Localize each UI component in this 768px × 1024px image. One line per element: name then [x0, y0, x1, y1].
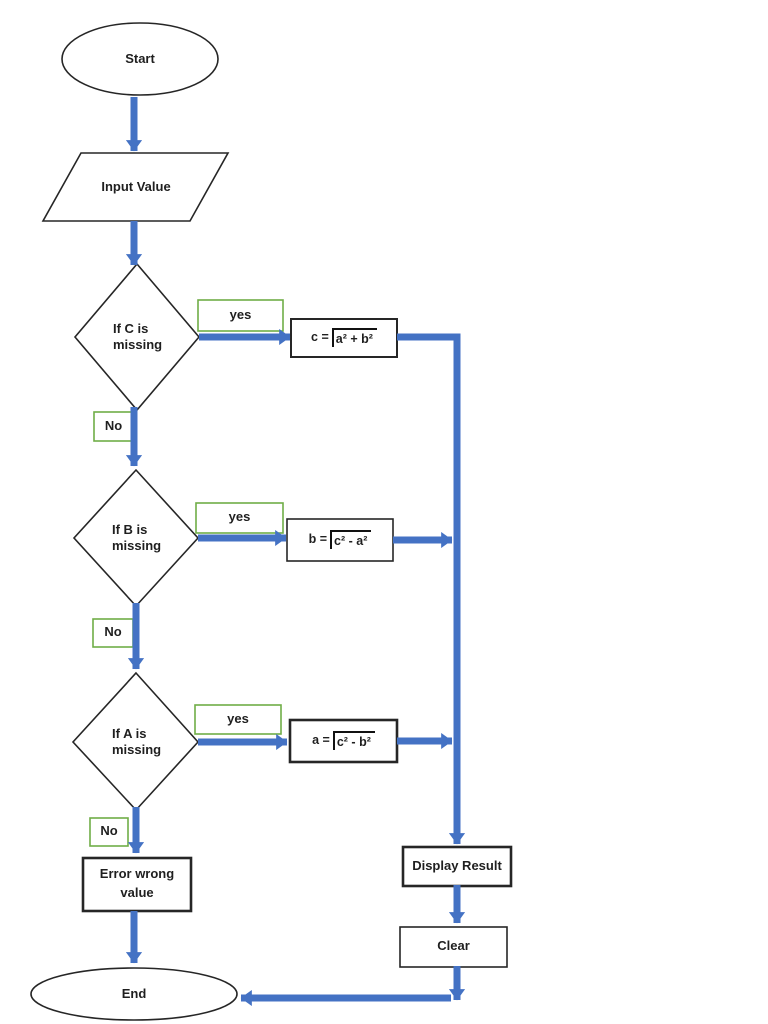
input-parallelogram-shape [41, 152, 230, 222]
formula-a-box-shape [288, 718, 399, 764]
formula-a-prefix: a = [312, 733, 330, 747]
decision-c-label: If C is missing [113, 320, 183, 354]
formula-b-prefix: b = [308, 532, 328, 546]
no-label-2: No [104, 624, 122, 639]
yes-label-box-2 [195, 502, 284, 534]
error-line2: value [120, 885, 154, 900]
yes-label-1: yes [229, 306, 252, 322]
arrow-formula-c-to-display [397, 333, 466, 845]
decision-a-label: If A is missing [112, 725, 182, 759]
decision-c-line2: missing [113, 337, 163, 352]
display-result-box-shape [401, 845, 513, 888]
formula-b-label: b =c² - a² [287, 519, 393, 559]
decision-b-label: If B is missing [112, 521, 182, 555]
end-terminator-shape [30, 967, 238, 1021]
decision-a-line2: missing [112, 742, 162, 757]
decision-b-line1: If B is [112, 522, 148, 537]
no-label-3: No [100, 823, 118, 838]
end-label: End [121, 986, 147, 1001]
formula-c-radicand: a² + b² [331, 327, 377, 347]
error-label: Error wrong value [83, 858, 191, 908]
no-label-box-1 [93, 411, 134, 442]
error-line1: Error wrong [99, 866, 175, 881]
no-label-1: No [104, 417, 123, 433]
formula-c-label: c =a² + b² [291, 319, 397, 355]
decision-a-line1: If A is [112, 726, 147, 741]
yes-label-box-3 [194, 704, 282, 735]
no-label-box-3 [89, 817, 129, 847]
decision-b-line2: missing [112, 538, 162, 553]
clear-label: Clear [437, 938, 470, 953]
no-label-box-2 [92, 618, 134, 648]
formula-b-radicand: c² - a² [330, 529, 372, 549]
formula-a-radicand: c² - b² [332, 730, 375, 750]
start-terminator-shape [61, 22, 219, 96]
start-label: Start [125, 51, 155, 66]
formula-a-label: a =c² - b² [290, 720, 397, 760]
formula-c-prefix: c = [311, 330, 329, 344]
yes-label-3: yes [227, 710, 249, 726]
yes-label-2: yes [228, 509, 251, 524]
display-result-label: Display Result [412, 857, 502, 873]
input-label: Input Value [101, 179, 171, 194]
yes-label-box-1 [197, 299, 284, 332]
formula-c-box-shape [290, 318, 398, 358]
decision-c-line1: If C is [113, 321, 149, 336]
